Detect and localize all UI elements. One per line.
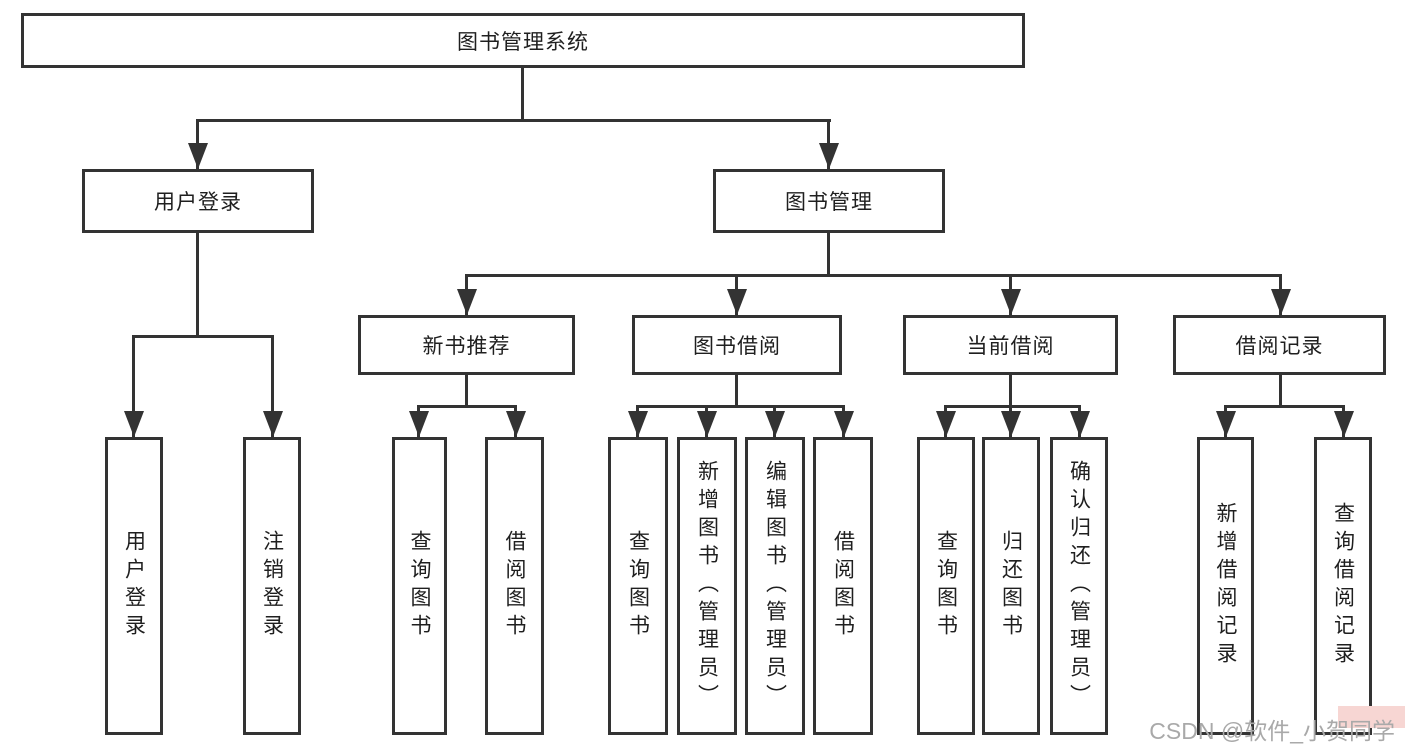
connector-borrow-record-rail [1224,405,1345,408]
node-book-mgmt: 图书管理 [713,169,945,233]
connector-user-login-drop [196,233,199,335]
node-new-book-label: 新书推荐 [422,335,511,358]
connector-book-borrow-drop [735,375,738,405]
connector-leaf-stub [132,335,135,437]
node-book-mgmt-label: 图书管理 [785,191,873,214]
leaf-logout-label: 注销登录 [260,530,284,642]
leaf-user-login-label: 用户登录 [122,530,146,642]
node-user-login: 用户登录 [82,169,314,233]
leaf-user-login: 用户登录 [105,437,163,735]
arrowhead-down-icon [1271,289,1291,315]
node-current-borrow: 当前借阅 [903,315,1118,375]
arrowhead-down-icon [834,411,854,437]
leaf-current-confirm: 确认归还（管理员） [1050,437,1108,735]
connector-current-borrow-drop [1009,375,1012,405]
arrowhead-down-icon [936,411,956,437]
node-borrow-record-label: 借阅记录 [1235,335,1324,358]
leaf-borrow-query: 查询图书 [608,437,668,735]
connector-book-mgmt-drop [827,233,830,274]
leaf-newbook-query: 查询图书 [392,437,447,735]
leaf-borrow-borrow-label: 借阅图书 [831,530,855,642]
connector-root-drop [521,68,524,119]
node-new-book: 新书推荐 [358,315,575,375]
connector-leaf-stub [271,335,274,437]
arrowhead-down-icon [1334,411,1354,437]
arrowhead-down-icon [697,411,717,437]
leaf-record-query-label: 查询借阅记录 [1331,502,1355,670]
node-book-borrow-label: 图书借阅 [693,335,781,358]
arrowhead-down-icon [457,289,477,315]
connector-login-group-rail [132,335,274,338]
connector-borrow-record-drop [1279,375,1282,405]
connector-book-borrow-rail [636,405,845,408]
watermark: CSDN @软件_小贺同学 [1149,718,1395,744]
connector-new-book-drop [465,375,468,405]
connector-new-book-rail [417,405,517,408]
leaf-current-confirm-label: 确认归还（管理员） [1067,460,1091,712]
leaf-borrow-edit: 编辑图书（管理员） [745,437,805,735]
node-user-login-label: 用户登录 [154,191,242,214]
leaf-borrow-query-label: 查询图书 [626,530,650,642]
leaf-newbook-borrow-label: 借阅图书 [503,530,527,642]
arrowhead-down-icon [409,411,429,437]
leaf-borrow-add-label: 新增图书（管理员） [695,460,719,712]
node-book-borrow: 图书借阅 [632,315,842,375]
leaf-borrow-add: 新增图书（管理员） [677,437,737,735]
leaf-current-return: 归还图书 [982,437,1040,735]
leaf-newbook-query-label: 查询图书 [408,530,432,642]
arrowhead-down-icon [1001,411,1021,437]
arrowhead-down-icon [1070,411,1090,437]
node-borrow-record: 借阅记录 [1173,315,1386,375]
connector-level3-rail [465,274,1282,277]
arrowhead-down-icon [188,143,208,169]
arrowhead-down-icon [1216,411,1236,437]
leaf-current-query: 查询图书 [917,437,975,735]
leaf-current-return-label: 归还图书 [999,530,1023,642]
leaf-borrow-edit-label: 编辑图书（管理员） [763,460,787,712]
leaf-record-add-label: 新增借阅记录 [1214,502,1238,670]
node-root-label: 图书管理系统 [457,30,589,54]
watermark-highlight [1338,706,1405,728]
arrowhead-down-icon [263,411,283,437]
leaf-borrow-borrow: 借阅图书 [813,437,873,735]
arrowhead-down-icon [506,411,526,437]
leaf-logout: 注销登录 [243,437,301,735]
node-root: 图书管理系统 [21,13,1025,68]
arrowhead-down-icon [628,411,648,437]
node-current-borrow-label: 当前借阅 [966,335,1055,358]
arrowhead-down-icon [765,411,785,437]
leaf-record-add: 新增借阅记录 [1197,437,1254,735]
arrowhead-down-icon [1001,289,1021,315]
leaf-current-query-label: 查询图书 [934,530,958,642]
leaf-newbook-borrow: 借阅图书 [485,437,544,735]
arrowhead-down-icon [819,143,839,169]
arrowhead-down-icon [124,411,144,437]
connector-current-borrow-rail [944,405,1081,408]
connector-level2-rail [197,119,831,122]
arrowhead-down-icon [727,289,747,315]
leaf-record-query: 查询借阅记录 [1314,437,1372,735]
